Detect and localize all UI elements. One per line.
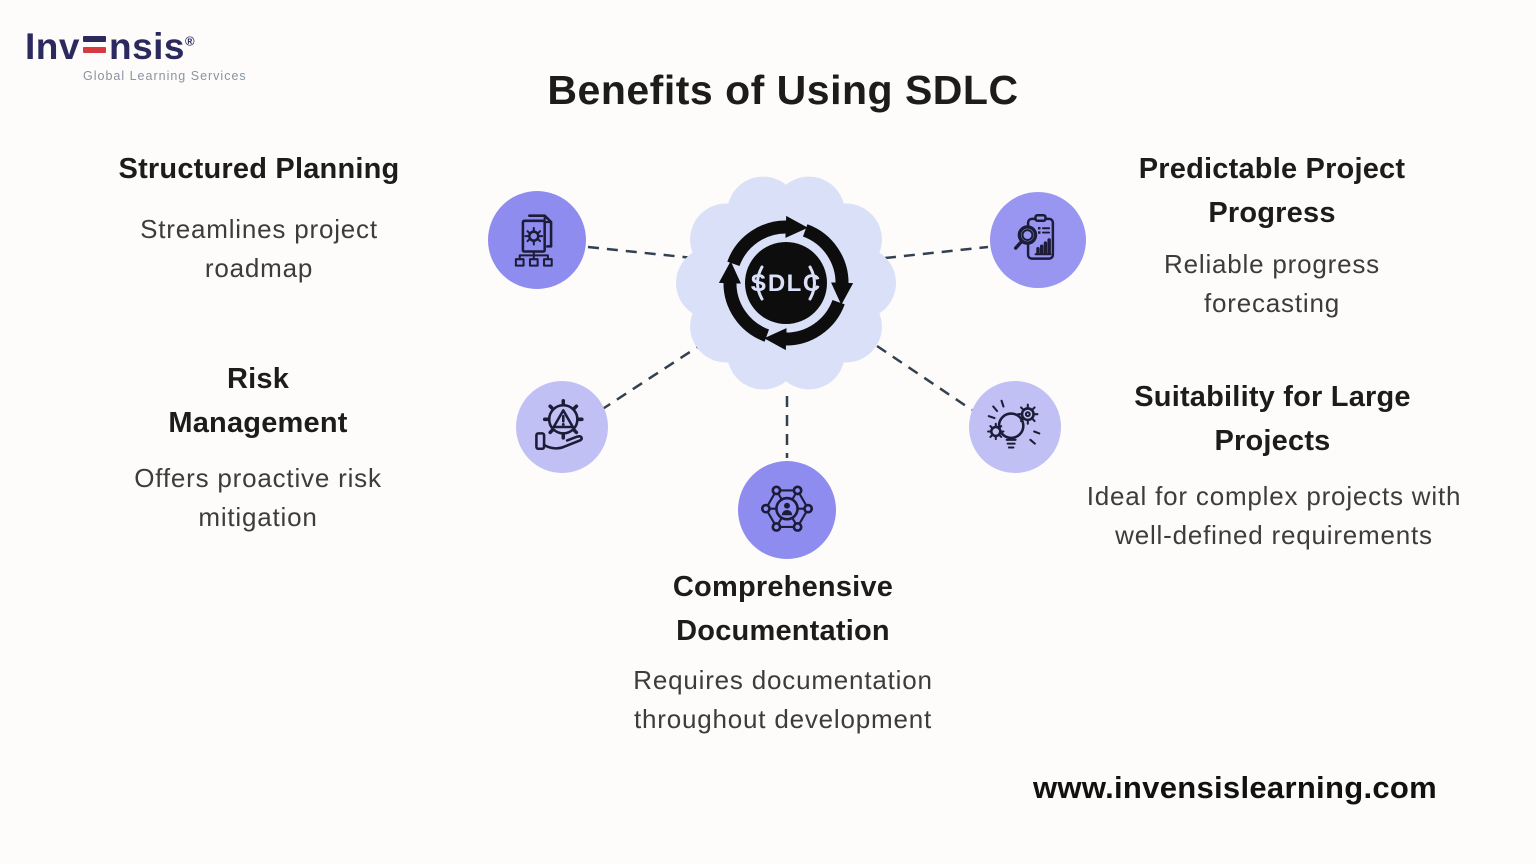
benefit-description-structured-planning: Streamlines project roadmap [140, 214, 378, 283]
benefit-icon-circle-predictable-progress [990, 192, 1086, 288]
documents-gear-flowchart-icon [514, 214, 553, 267]
website-url[interactable]: www.invensislearning.com [1033, 770, 1437, 805]
benefit-icon-circle-structured-planning [488, 191, 586, 289]
sdlc-disc [745, 242, 827, 324]
lightbulb-gears-icon [987, 399, 1041, 449]
sdlc-label: SDLC [750, 270, 821, 297]
logo-tagline: Global Learning Services [83, 69, 247, 83]
benefit-icon-circle-documentation [738, 461, 836, 559]
sdlc-cycle-graphic: SDLC [676, 176, 896, 390]
benefit-title-structured-planning: Structured Planning [118, 153, 400, 185]
benefit-title-risk-management: Risk Management [168, 363, 348, 439]
benefit-title-predictable-progress: Predictable Project Progress [1138, 153, 1406, 229]
benefit-description-predictable-progress: Reliable progress forecasting [1164, 249, 1380, 318]
logo-text-part2: nsis [108, 26, 186, 67]
page-title: Benefits of Using SDLC [547, 67, 1019, 113]
benefit-title-documentation: Comprehensive Documentation [672, 571, 894, 647]
benefit-icon-circle-suitability [969, 381, 1061, 473]
benefit-description-suitability: Ideal for complex projects with well-def… [1086, 481, 1462, 550]
registered-trademark: ® [185, 33, 196, 49]
benefit-title-suitability: Suitability for Large Projects [1134, 381, 1411, 457]
cycle-arrows-icon: SDLC [718, 215, 854, 351]
benefit-description-documentation: Requires documentation throughout develo… [633, 665, 933, 734]
logo-text-part1: Inv [25, 26, 80, 67]
logo-stylized-e-icon [82, 36, 106, 53]
clipboard-chart-magnifier-icon [1013, 213, 1055, 260]
network-person-icon [760, 485, 814, 532]
benefit-icon-circle-risk-management [516, 381, 608, 473]
hand-gear-warning-icon [535, 399, 584, 451]
benefit-description-risk-management: Offers proactive risk mitigation [134, 463, 382, 532]
